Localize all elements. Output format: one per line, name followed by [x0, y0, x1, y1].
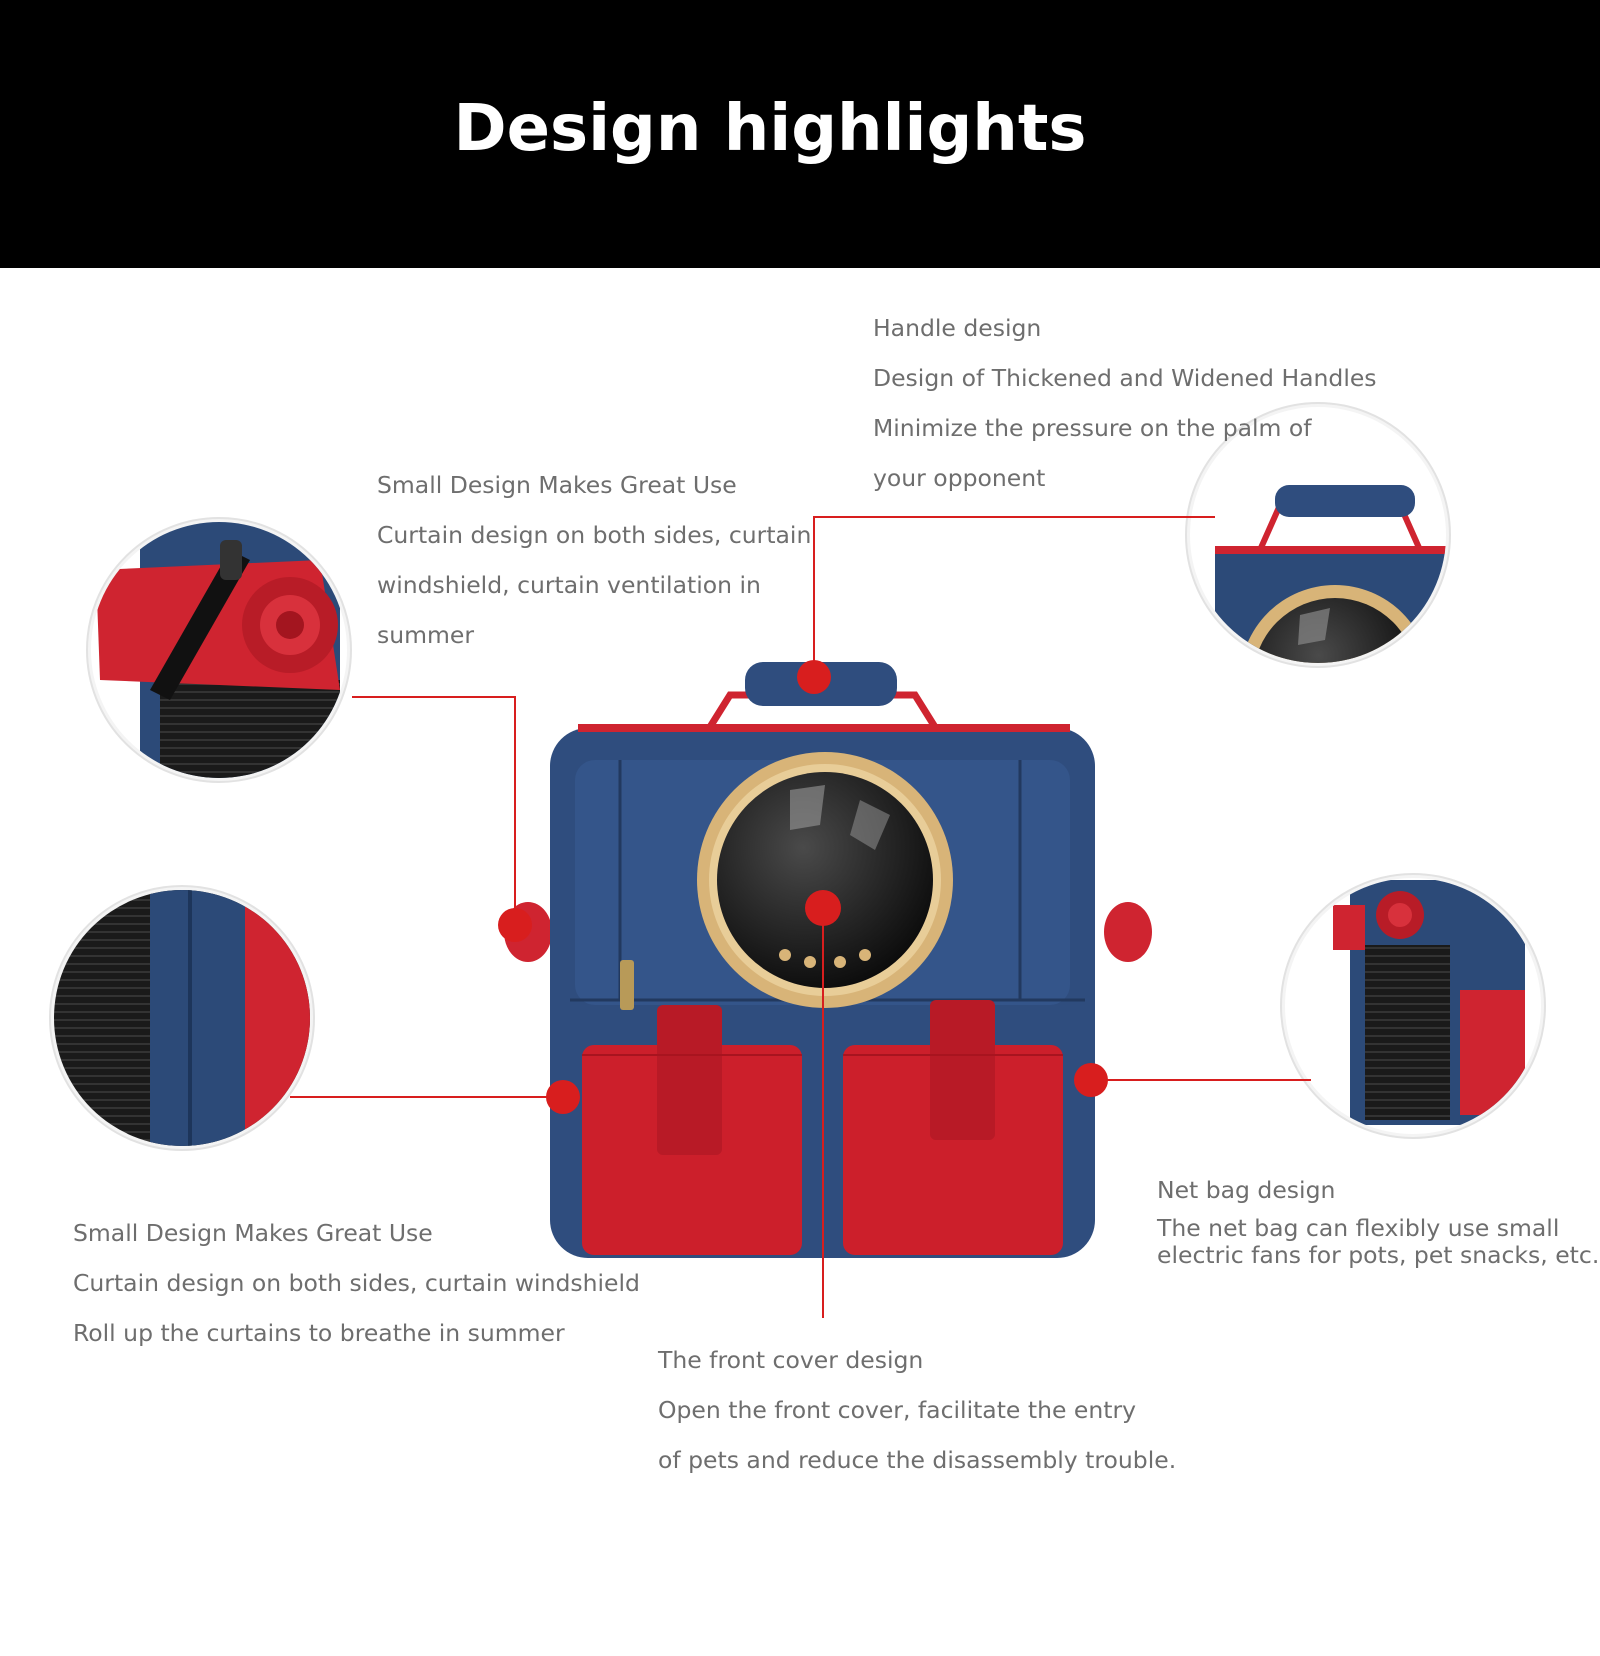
callout-net-bag-line: The net bag can flexibly use small: [1157, 1214, 1560, 1242]
callout-net-bag: Net bag design The net bag can flexibly …: [1157, 1165, 1599, 1269]
page-title: Design highlights: [453, 92, 1087, 166]
marker-dot-front-cover: [805, 890, 841, 926]
callout-handle-line: your opponent: [873, 464, 1046, 492]
callout-handle-line: Design of Thickened and Widened Handles: [873, 364, 1377, 392]
header-banner: Design highlights: [0, 0, 1600, 268]
callout-curtain-bottom-line: Roll up the curtains to breathe in summe…: [73, 1319, 565, 1347]
callout-net-bag-line: electric fans for pots, pet snacks, etc.: [1157, 1241, 1600, 1269]
leader-lines: [290, 516, 1311, 1318]
callout-curtain-bottom: Small Design Makes Great Use Curtain des…: [73, 1208, 640, 1358]
callout-curtain-top: Small Design Makes Great Use Curtain des…: [377, 460, 811, 660]
marker-dot-net-bag: [1074, 1063, 1108, 1097]
detail-circle-top-right: [1185, 402, 1451, 668]
marker-dot-curtain-top: [498, 908, 532, 942]
callout-front-cover-line: of pets and reduce the disassembly troub…: [658, 1446, 1177, 1474]
callout-curtain-top-title: Small Design Makes Great Use: [377, 471, 737, 499]
callout-curtain-top-line: Curtain design on both sides, curtain: [377, 521, 812, 549]
marker-dot-handle: [797, 660, 831, 694]
callout-curtain-bottom-line: Curtain design on both sides, curtain wi…: [73, 1269, 640, 1297]
callout-net-bag-title: Net bag design: [1157, 1176, 1336, 1204]
callout-front-cover: The front cover design Open the front co…: [658, 1335, 1176, 1485]
callout-front-cover-line: Open the front cover, facilitate the ent…: [658, 1396, 1137, 1424]
callout-handle: Handle design Design of Thickened and Wi…: [873, 303, 1377, 503]
callout-curtain-top-line: summer: [377, 621, 475, 649]
detail-circle-top-left: [86, 517, 352, 783]
backpack: [504, 662, 1152, 1258]
callout-handle-title: Handle design: [873, 314, 1042, 342]
callout-curtain-top-line: windshield, curtain ventilation in: [377, 571, 761, 599]
detail-circle-bottom-left: [49, 885, 315, 1151]
detail-circle-bottom-right: [1280, 873, 1546, 1139]
marker-dot-curtain-bottom: [546, 1080, 580, 1114]
callout-front-cover-title: The front cover design: [658, 1346, 924, 1374]
callout-curtain-bottom-title: Small Design Makes Great Use: [73, 1219, 433, 1247]
callout-handle-line: Minimize the pressure on the palm of: [873, 414, 1312, 442]
